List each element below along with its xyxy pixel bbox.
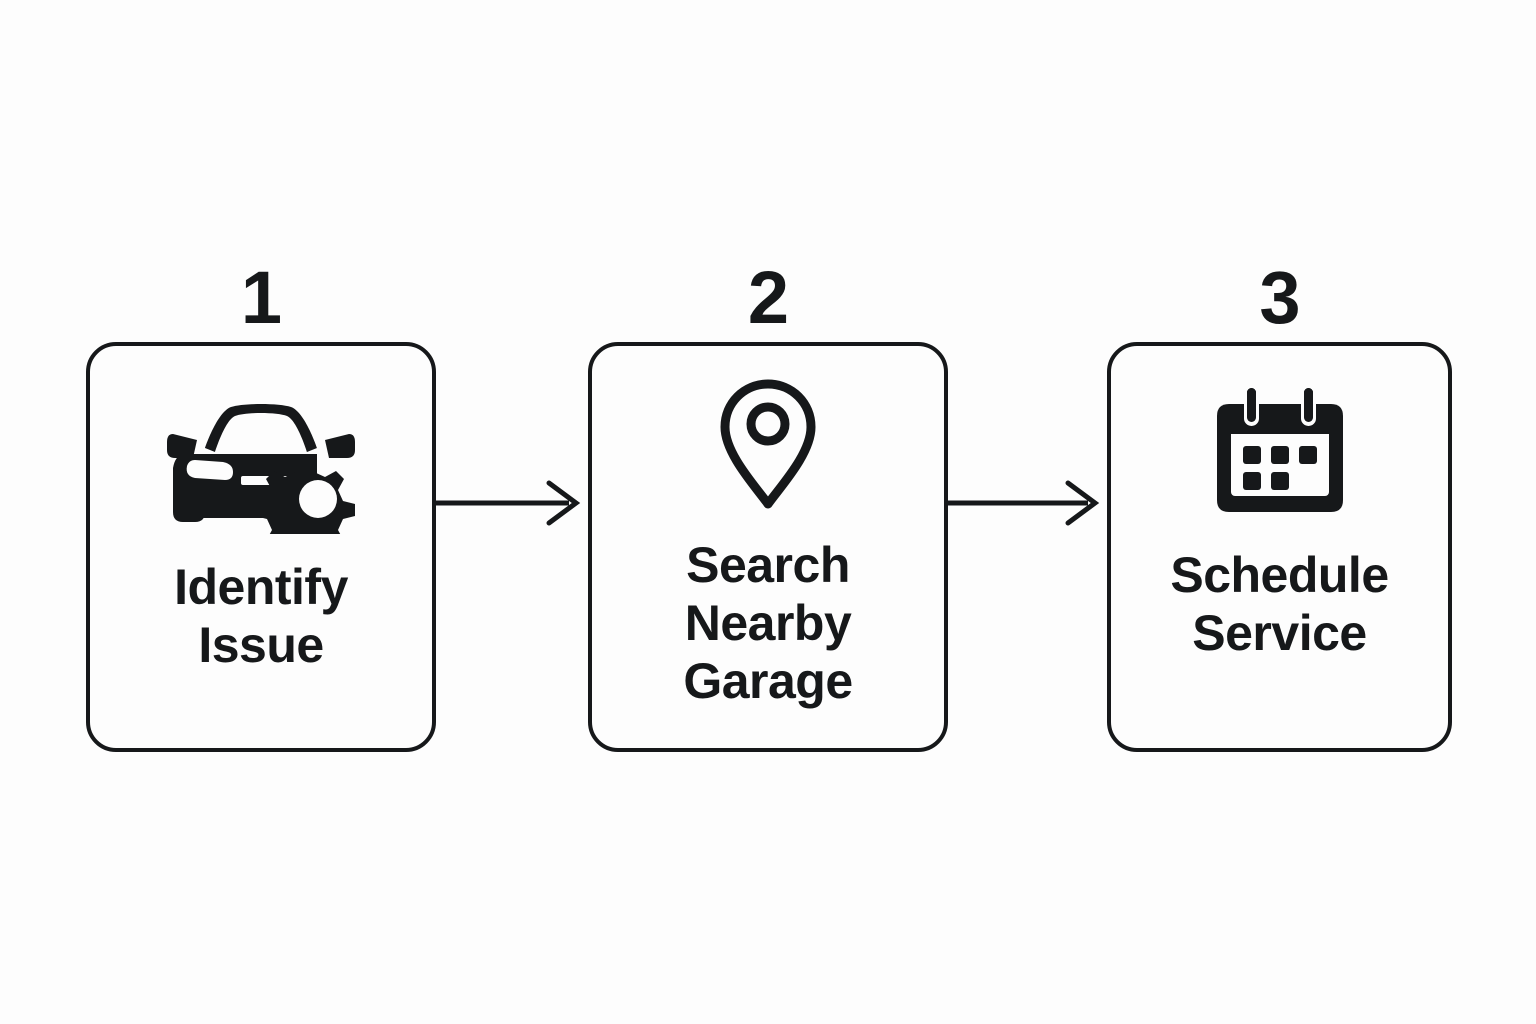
step-3-number: 3	[1259, 256, 1300, 339]
step-1-number: 1	[240, 256, 282, 339]
step-3: 3	[1107, 258, 1452, 752]
arrow-right-icon-1	[436, 478, 588, 528]
step-1: 1	[86, 258, 436, 752]
step-2: 2 Search Nearby Garage	[588, 258, 948, 752]
step-1-label: Identify Issue	[174, 559, 348, 673]
step-3-label: Schedule Service	[1170, 547, 1389, 661]
step-1-card[interactable]: Identify Issue	[86, 342, 436, 752]
step-2-label: Search Nearby Garage	[683, 537, 853, 709]
step-3-card[interactable]: Schedule Service	[1107, 342, 1452, 752]
step-2-card[interactable]: Search Nearby Garage	[588, 342, 948, 752]
arrow-right-icon-2	[948, 478, 1107, 528]
map-pin-icon	[713, 374, 823, 514]
calendar-icon	[1205, 382, 1355, 522]
car-repair-icon	[161, 394, 361, 534]
step-2-number: 2	[747, 256, 789, 339]
